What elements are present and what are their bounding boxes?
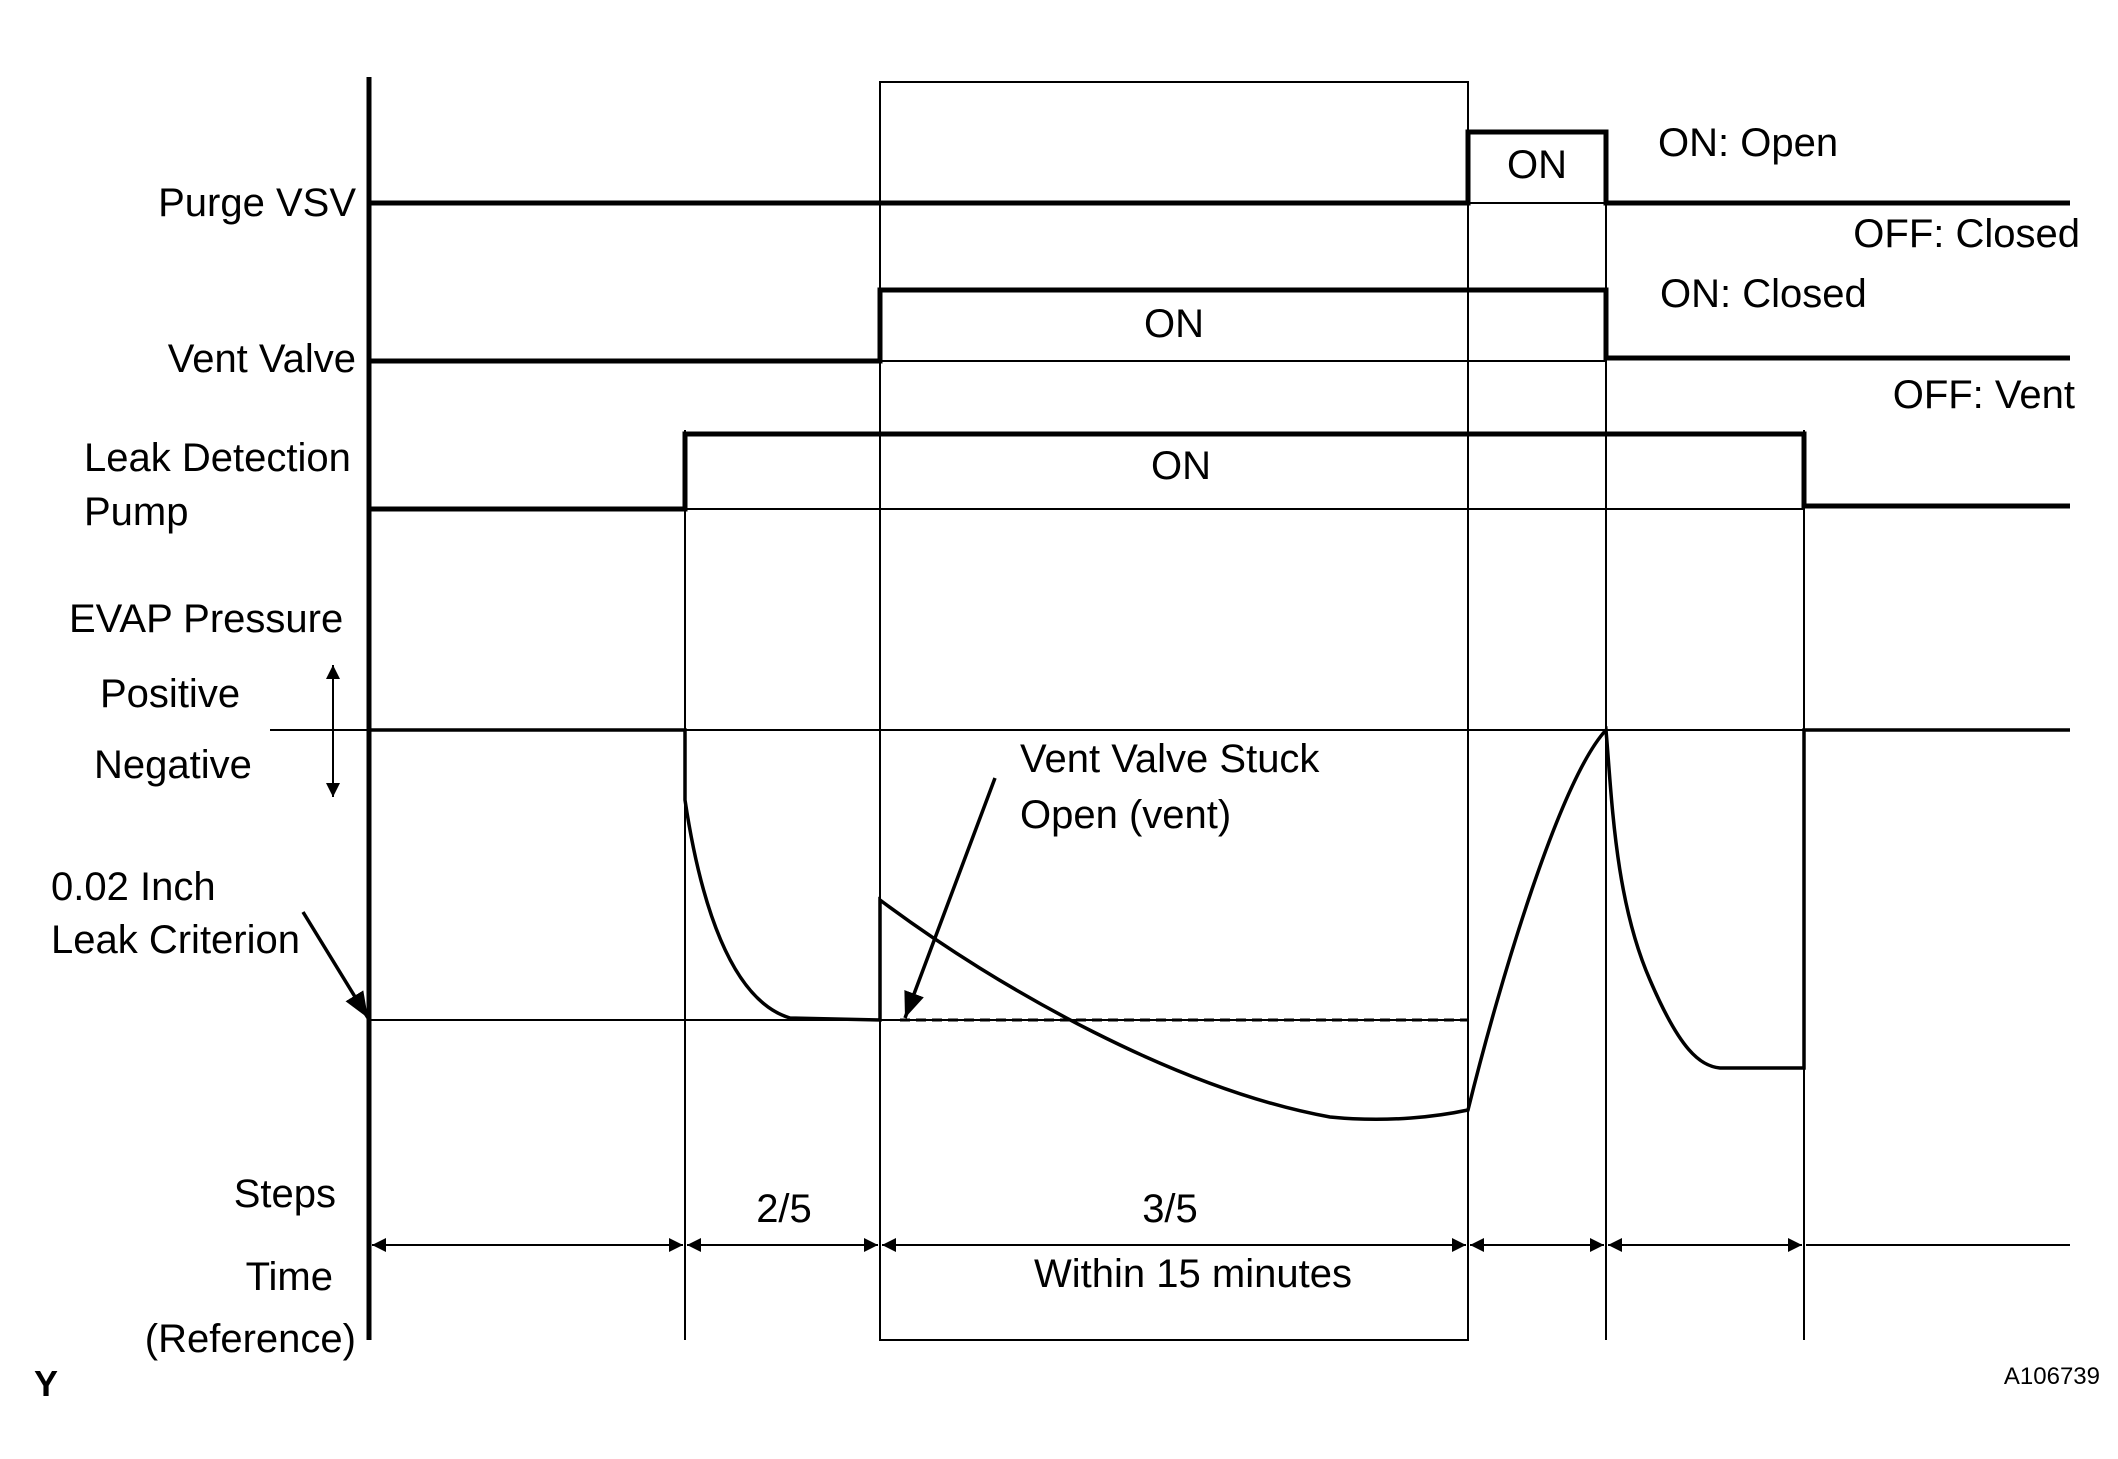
- purge-on-label: ON: [1507, 143, 1567, 187]
- label-vent-valve: Vent Valve: [168, 337, 356, 381]
- leak-criterion-arrow: [301, 911, 370, 1019]
- label-purge-vsv: Purge VSV: [158, 181, 356, 225]
- within-15-label: Within 15 minutes: [1034, 1252, 1352, 1296]
- label-steps: Steps: [234, 1172, 336, 1216]
- label-pump-line2: Pump: [84, 490, 189, 534]
- vent-on-label: ON: [1144, 302, 1204, 346]
- purge-off-closed: OFF: Closed: [1853, 212, 2080, 256]
- stuck-open-arrow: [903, 777, 997, 1019]
- figure-id: A106739: [2004, 1363, 2100, 1390]
- stuck-label-line1: Vent Valve Stuck: [1020, 737, 1320, 781]
- evap-pressure-curve: [369, 725, 2070, 1122]
- pump-signal: [369, 431, 2070, 512]
- vent-on-closed: ON: Closed: [1660, 272, 1867, 316]
- vent-valve-signal: [369, 287, 2070, 364]
- step-2-5-label: 2/5: [756, 1187, 812, 1231]
- label-leak-line2: Leak Criterion: [51, 918, 300, 962]
- label-reference: (Reference): [145, 1317, 356, 1361]
- purge-vsv-signal: [369, 129, 2070, 206]
- label-leak-line1: 0.02 Inch: [51, 865, 216, 909]
- label-positive: Positive: [100, 672, 240, 716]
- label-pump-line1: Leak Detection: [84, 436, 351, 480]
- step-3-5-label: 3/5: [1142, 1187, 1198, 1231]
- step-3-box: [879, 81, 1469, 1341]
- label-evap-pressure: EVAP Pressure: [69, 597, 343, 641]
- stuck-label-line2: Open (vent): [1020, 793, 1231, 837]
- purge-on-open: ON: Open: [1658, 121, 1838, 165]
- label-negative: Negative: [94, 743, 252, 787]
- label-time: Time: [246, 1255, 333, 1299]
- pump-on-label: ON: [1151, 444, 1211, 488]
- corner-letter: Y: [34, 1363, 58, 1404]
- vent-off-vent: OFF: Vent: [1893, 373, 2075, 417]
